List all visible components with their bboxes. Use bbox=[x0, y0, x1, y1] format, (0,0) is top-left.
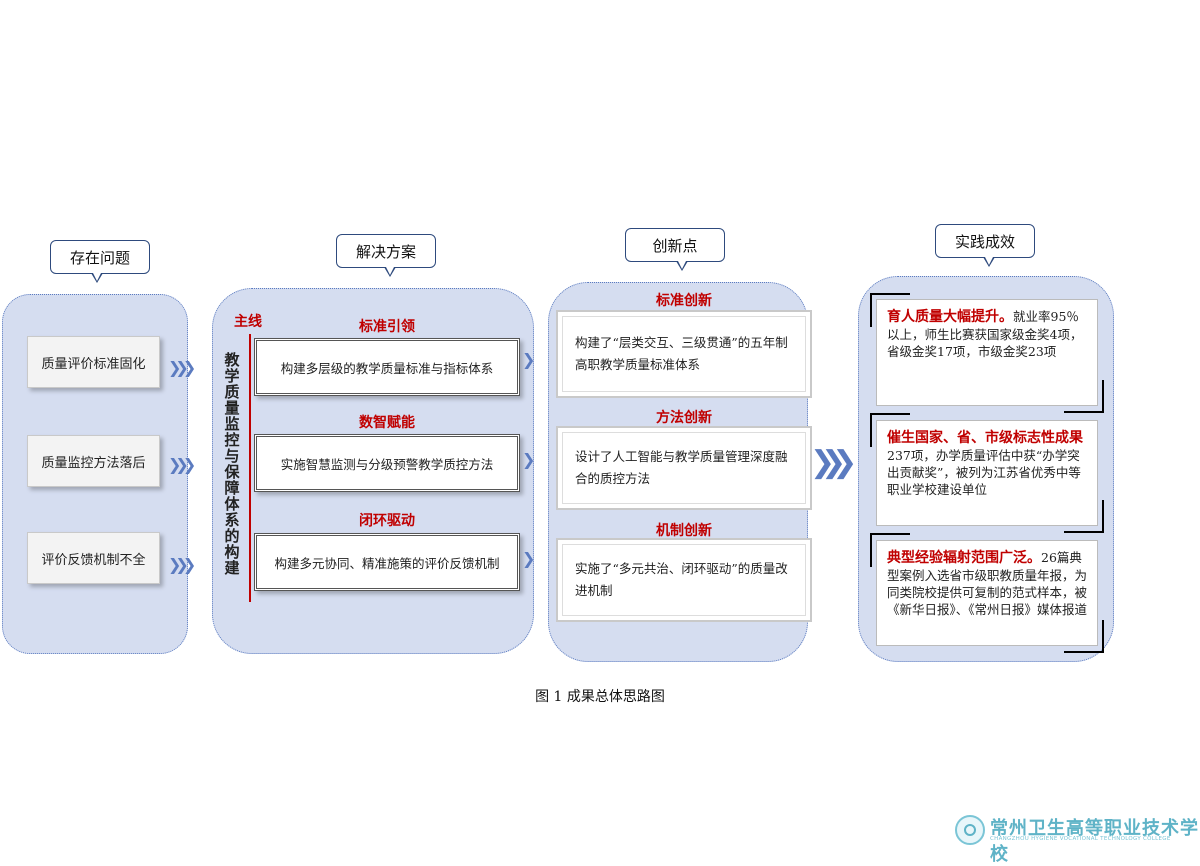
innovation-text: 设计了人工智能与教学质量管理深度融合的质控方法 bbox=[575, 449, 788, 486]
result-box: 典型经验辐射范围广泛。26篇典型案例入选省市级职教质量年报，为同类院校提供可复制… bbox=[876, 540, 1098, 646]
chevron-right-icon: ❯ bbox=[522, 350, 536, 369]
innovation-inner: 实施了“多元共治、闭环驱动”的质量改进机制 bbox=[562, 544, 806, 616]
school-logo-inner bbox=[964, 824, 976, 836]
header-solutions-label: 解决方案 bbox=[355, 242, 416, 261]
callout-tail-icon bbox=[92, 273, 101, 281]
header-innovations: 创新点 bbox=[625, 228, 725, 262]
solution-box: 构建多元协同、精准施策的评价反馈机制 bbox=[254, 533, 520, 591]
main-line-label: 主线 bbox=[234, 314, 262, 330]
figure-caption: 图 1 成果总体思路图 bbox=[535, 689, 665, 705]
problem-item: 评价反馈机制不全 bbox=[27, 532, 160, 584]
header-solutions: 解决方案 bbox=[336, 234, 436, 268]
school-logo-icon bbox=[955, 815, 985, 845]
header-innovations-label: 创新点 bbox=[652, 236, 698, 255]
solution-title: 闭环驱动 bbox=[359, 513, 415, 529]
header-problems-label: 存在问题 bbox=[69, 248, 130, 267]
bracket-corner bbox=[870, 413, 872, 447]
solution-box: 构建多层级的教学质量标准与指标体系 bbox=[254, 338, 520, 396]
result-text: 237项，办学质量评估中获“办学突出贡献奖”，被列为江苏省优秀中等职业学校建设单… bbox=[887, 448, 1081, 497]
result-box: 育人质量大幅提升。就业率95％以上，师生比赛获国家级金奖4项，省级金奖17项，市… bbox=[876, 299, 1098, 406]
main-line-divider bbox=[249, 334, 251, 602]
innovation-title: 标准创新 bbox=[656, 293, 712, 309]
innovation-inner: 设计了人工智能与教学质量管理深度融合的质控方法 bbox=[562, 432, 806, 504]
header-problems: 存在问题 bbox=[50, 240, 150, 274]
callout-tail-icon bbox=[984, 257, 993, 265]
problem-label: 质量评价标准固化 bbox=[41, 356, 146, 372]
school-name-en: CHANGZHOU HYGIENE VOCATIONAL TECHNOLOGY … bbox=[990, 836, 1171, 842]
innovation-box: 实施了“多元共治、闭环驱动”的质量改进机制 bbox=[556, 538, 812, 622]
chevron-right-icon: ❯ bbox=[522, 549, 536, 568]
solution-text: 构建多元协同、精准施策的评价反馈机制 bbox=[274, 555, 500, 571]
innovation-title: 方法创新 bbox=[656, 410, 712, 426]
solution-title: 数智赋能 bbox=[359, 415, 415, 431]
bracket-corner bbox=[1064, 531, 1104, 533]
solution-text: 构建多层级的教学质量标准与指标体系 bbox=[280, 360, 494, 376]
chevron-right-icon: ❯❯❯ bbox=[168, 455, 196, 474]
result-highlight: 育人质量大幅提升。 bbox=[887, 309, 1013, 325]
solution-text: 实施智慧监测与分级预警教学质控方法 bbox=[280, 456, 494, 472]
chevron-right-icon: ❯ bbox=[522, 450, 536, 469]
callout-tail-icon bbox=[677, 261, 686, 269]
vertical-title: 教学质量监控与保障体系的构建 bbox=[224, 351, 240, 577]
result-highlight: 典型经验辐射范围广泛。 bbox=[887, 550, 1041, 566]
chevron-right-icon: ❯❯❯ bbox=[168, 555, 196, 574]
header-results: 实践成效 bbox=[935, 224, 1035, 258]
innovation-text: 实施了“多元共治、闭环驱动”的质量改进机制 bbox=[575, 561, 788, 598]
result-text: 就业率95％以上，师生比赛获国家级金奖4项，省级金奖17项，市级金奖23项 bbox=[887, 309, 1083, 359]
callout-tail-icon bbox=[385, 267, 394, 275]
result-highlight: 催生国家、省、市级标志性成果 bbox=[887, 430, 1083, 446]
bracket-corner bbox=[870, 293, 910, 295]
bracket-corner bbox=[870, 533, 910, 535]
solution-title: 标准引领 bbox=[359, 319, 415, 335]
problem-label: 质量监控方法落后 bbox=[41, 455, 146, 471]
innovation-inner: 构建了“层类交互、三级贯通”的五年制高职教学质量标准体系 bbox=[562, 316, 806, 392]
innovation-text: 构建了“层类交互、三级贯通”的五年制高职教学质量标准体系 bbox=[575, 335, 788, 372]
innovation-box: 构建了“层类交互、三级贯通”的五年制高职教学质量标准体系 bbox=[556, 310, 812, 398]
header-results-label: 实践成效 bbox=[954, 232, 1015, 251]
innovation-title: 机制创新 bbox=[656, 523, 712, 539]
result-text: 26篇典型案例入选省市级职教质量年报，为同类院校提供可复制的范式样本，被《新华日… bbox=[887, 550, 1088, 617]
bracket-corner bbox=[870, 413, 910, 415]
bracket-corner bbox=[1064, 411, 1104, 413]
problem-label: 评价反馈机制不全 bbox=[41, 552, 146, 568]
innovation-box: 设计了人工智能与教学质量管理深度融合的质控方法 bbox=[556, 426, 812, 510]
bracket-corner bbox=[1102, 380, 1104, 413]
bracket-corner bbox=[1064, 651, 1104, 653]
problem-item: 质量监控方法落后 bbox=[27, 435, 160, 487]
result-box: 催生国家、省、市级标志性成果 237项，办学质量评估中获“办学突出贡献奖”，被列为… bbox=[876, 420, 1098, 526]
chevron-right-icon: ❯❯❯ bbox=[168, 358, 196, 377]
solution-box: 实施智慧监测与分级预警教学质控方法 bbox=[254, 434, 520, 492]
problem-item: 质量评价标准固化 bbox=[27, 336, 160, 388]
bracket-corner bbox=[1102, 620, 1104, 653]
chevron-right-icon: ❯❯❯ bbox=[810, 445, 858, 480]
bracket-corner bbox=[1102, 500, 1104, 533]
bracket-corner bbox=[870, 293, 872, 327]
bracket-corner bbox=[870, 533, 872, 567]
